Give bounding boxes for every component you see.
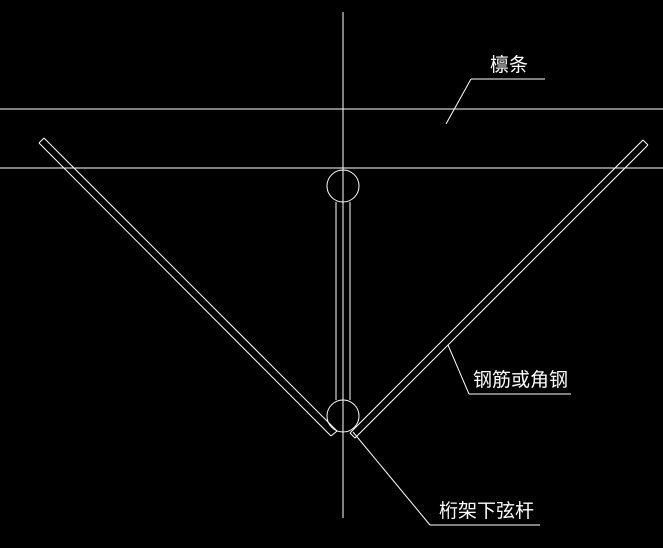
left-brace-outer-edge [43, 137, 338, 432]
left-brace-end-cap [38, 137, 45, 144]
purlin-leader-line [445, 78, 472, 125]
left-brace-inner-edge [38, 142, 332, 437]
rebar-leader-line [447, 344, 470, 395]
bottom-chord-circle [326, 399, 360, 433]
left-brace-bottom-cap [330, 430, 338, 437]
truss-bottom-chord-label: 桁架下弦杆 [439, 500, 534, 522]
right-brace-bottom-cap [349, 432, 356, 439]
rebar-or-angle-label: 钢筋或角钢 [473, 369, 568, 391]
right-brace-outer-edge [349, 139, 644, 434]
right-brace-end-cap [642, 139, 649, 146]
top-connection-circle [326, 169, 360, 203]
purlin-label: 檩条 [490, 54, 528, 76]
bottom-chord-leader-line [352, 431, 431, 526]
right-brace-inner-edge [354, 144, 649, 439]
